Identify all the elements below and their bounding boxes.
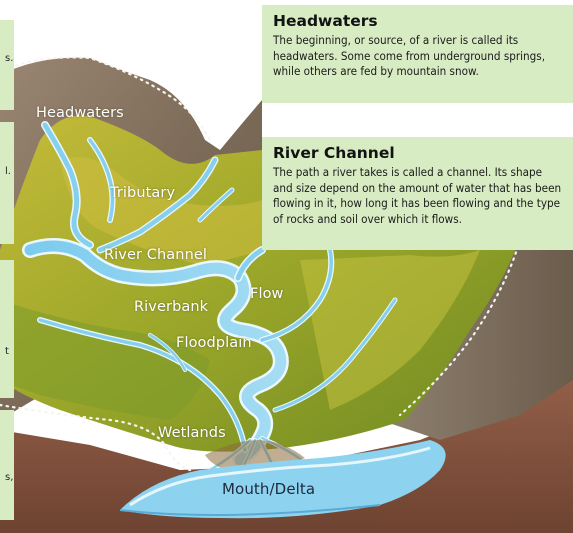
label-flow: Flow xyxy=(250,286,284,302)
label-wetlands: Wetlands xyxy=(158,425,226,441)
label-tributary: Tributary xyxy=(110,185,175,201)
cropped-text: s. xyxy=(5,53,13,64)
cropped-card-4: s, xyxy=(0,410,14,520)
river-channel-callout-text: The path a river takes is called a chann… xyxy=(273,165,563,227)
label-riverbank: Riverbank xyxy=(134,299,208,315)
river-channel-callout-title: River Channel xyxy=(273,144,563,162)
cropped-card-2: l. xyxy=(0,122,14,244)
label-headwaters: Headwaters xyxy=(36,105,124,121)
label-mouth-delta: Mouth/Delta xyxy=(222,480,315,498)
headwaters-callout: Headwaters The beginning, or source, of … xyxy=(262,5,573,103)
cropped-card-1: s. xyxy=(0,20,14,110)
headwaters-callout-title: Headwaters xyxy=(273,12,563,30)
cropped-text: s, xyxy=(5,472,13,483)
river-channel-callout: River Channel The path a river takes is … xyxy=(262,137,573,250)
label-floodplain: Floodplain xyxy=(176,335,252,351)
headwaters-callout-text: The beginning, or source, of a river is … xyxy=(273,33,563,80)
cropped-text: t xyxy=(5,346,9,357)
cropped-card-3: t xyxy=(0,260,14,398)
label-river-channel: River Channel xyxy=(104,247,207,263)
cropped-text: l. xyxy=(5,166,11,177)
